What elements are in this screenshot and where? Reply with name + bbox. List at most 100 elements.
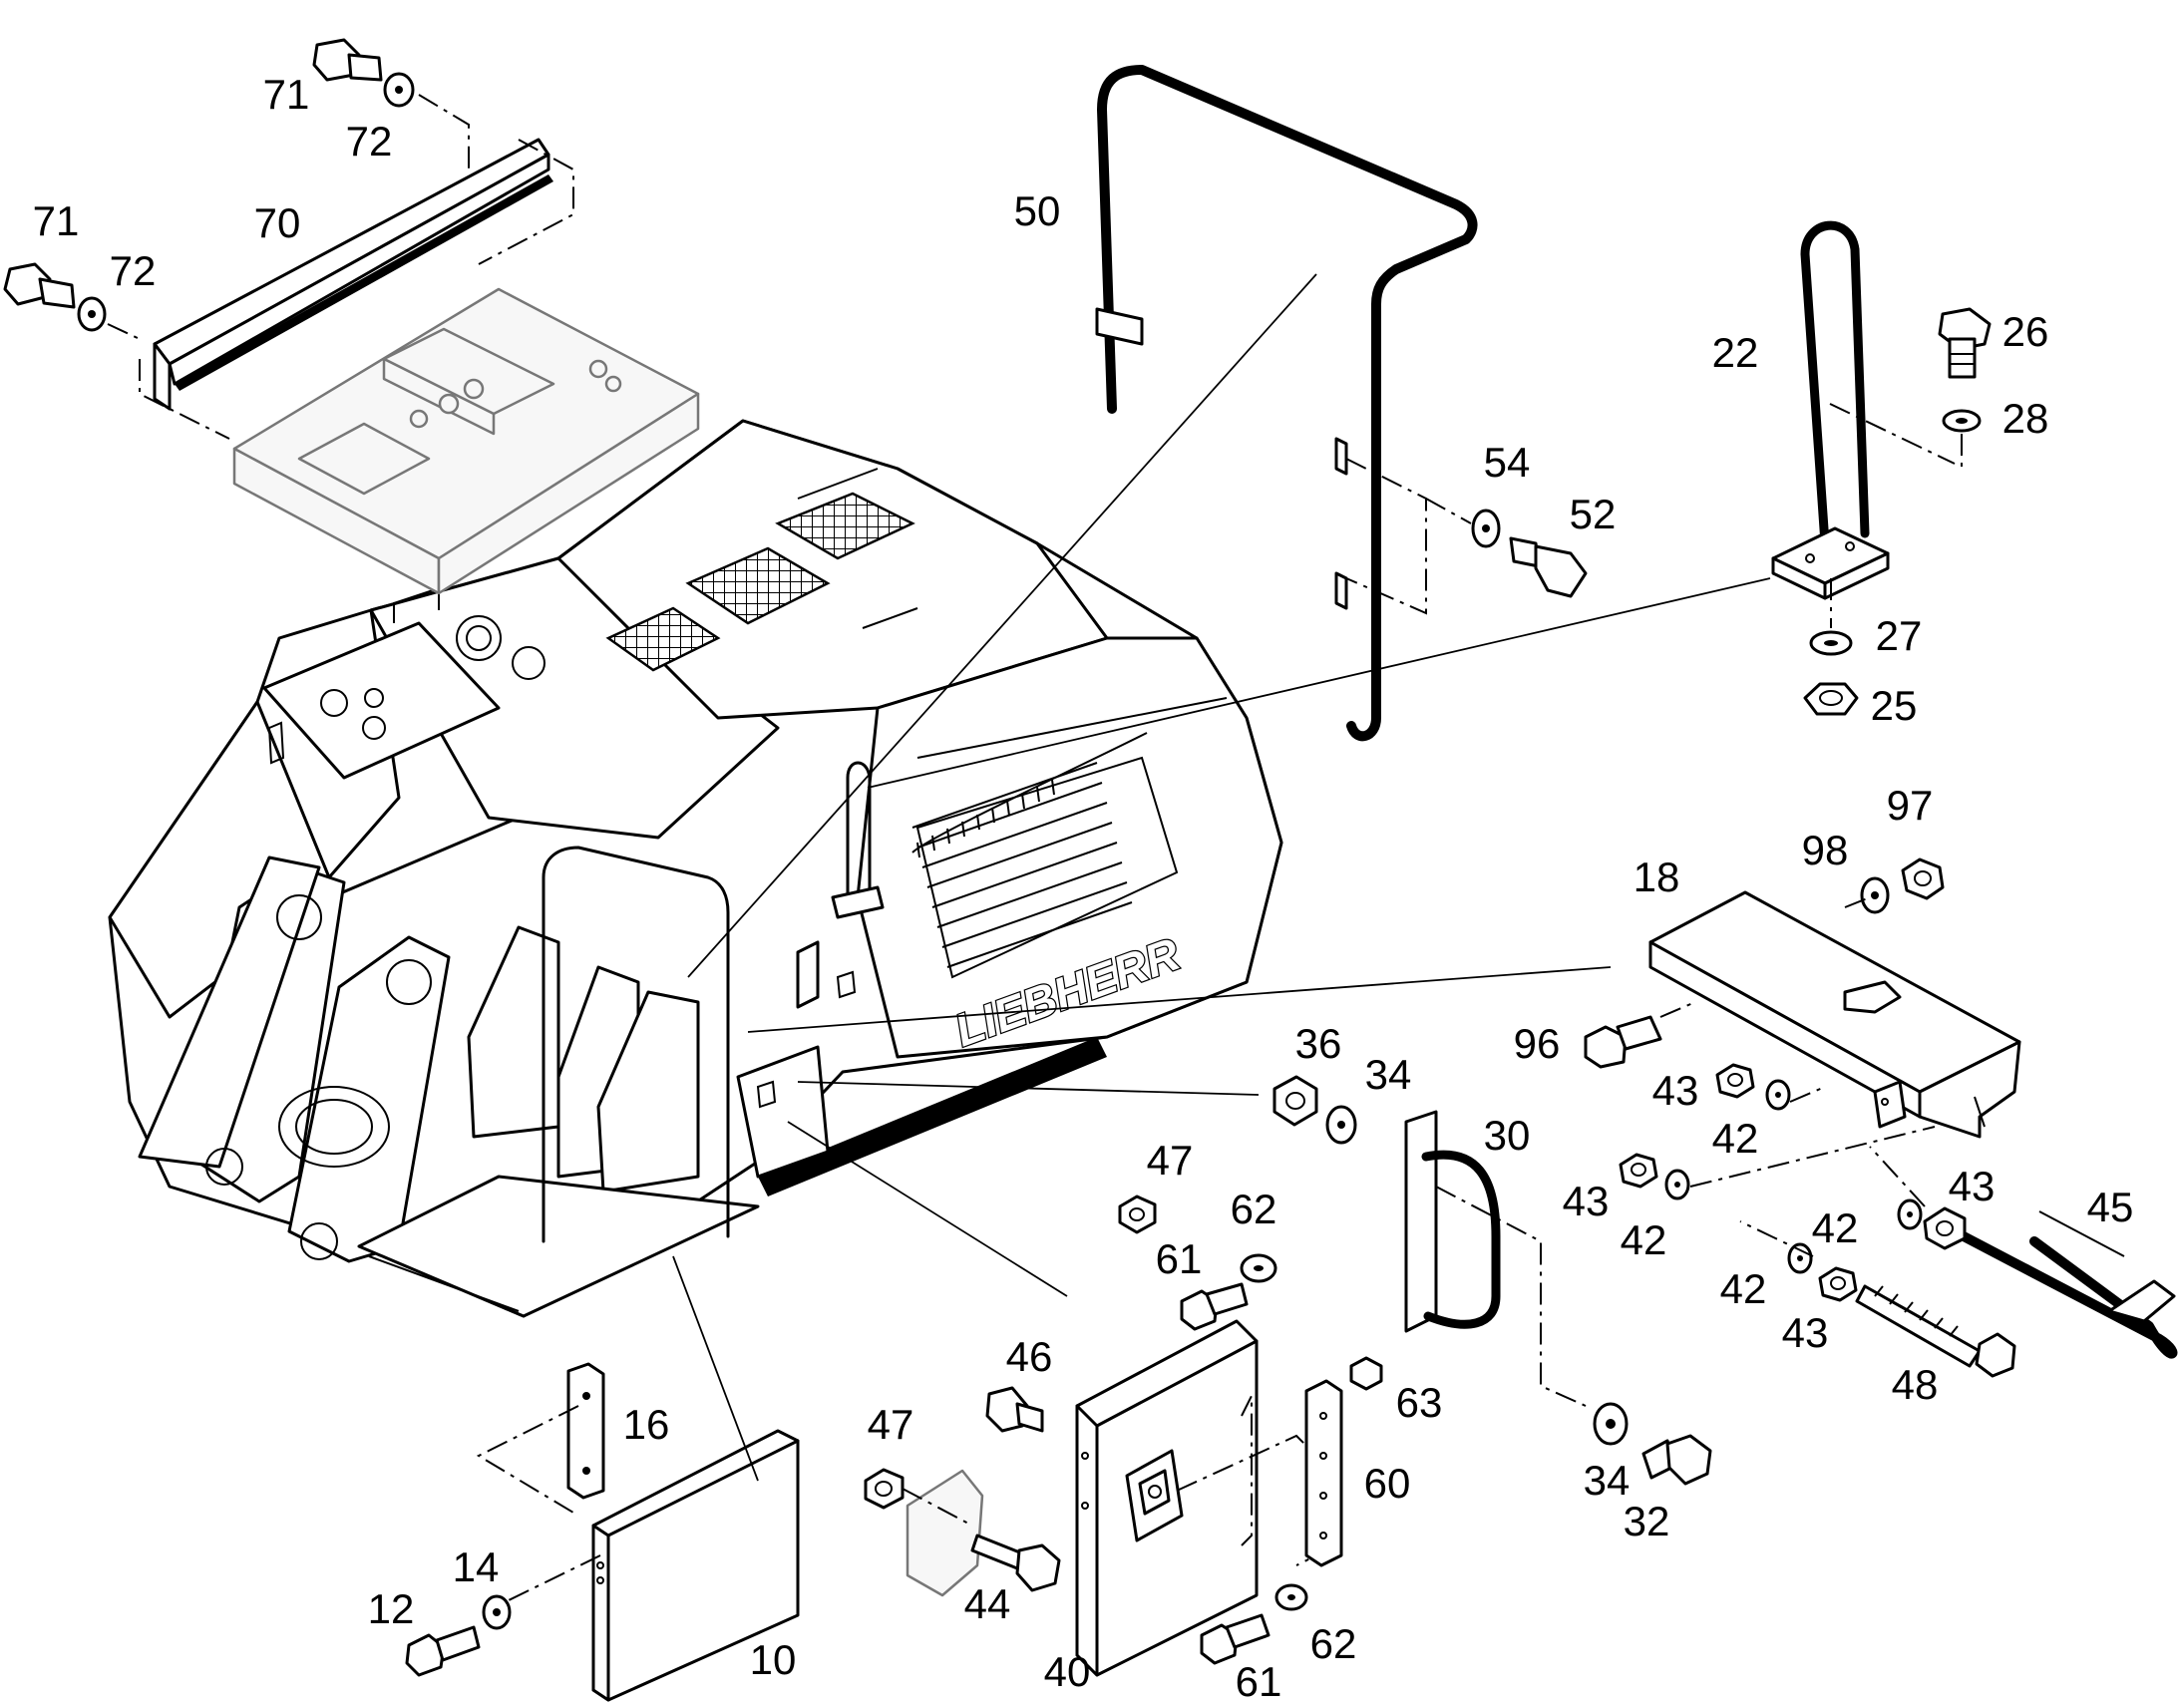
callout-71-lower: 71 xyxy=(33,197,80,244)
nut-43-top xyxy=(1715,1063,1755,1099)
callout-45: 45 xyxy=(2087,1184,2134,1230)
callout-43-right: 43 xyxy=(1949,1163,1996,1209)
callout-98: 98 xyxy=(1802,827,1849,873)
callout-47-lower: 47 xyxy=(868,1401,914,1448)
washer-42-top xyxy=(1765,1079,1791,1111)
washer-27 xyxy=(1809,630,1853,656)
callout-47-top: 47 xyxy=(1147,1137,1194,1184)
callout-54: 54 xyxy=(1484,439,1531,486)
access-door-40 xyxy=(1075,1319,1317,1677)
callout-97: 97 xyxy=(1887,782,1934,829)
callout-28: 28 xyxy=(2002,395,2049,442)
strip-16 xyxy=(566,1362,605,1500)
callout-70: 70 xyxy=(254,199,301,246)
bolt-32 xyxy=(1641,1434,1712,1486)
washer-42-lower xyxy=(1787,1242,1813,1274)
washer-14 xyxy=(482,1594,512,1630)
callout-48: 48 xyxy=(1892,1361,1939,1408)
callout-42-top: 42 xyxy=(1712,1115,1759,1162)
washer-72-lower xyxy=(77,296,107,332)
slewing-ring xyxy=(278,1086,390,1168)
callout-40: 40 xyxy=(1044,1648,1091,1695)
bolt-48 xyxy=(1855,1284,2016,1378)
bolt-71-lower xyxy=(3,262,76,309)
washer-42-right xyxy=(1897,1198,1923,1230)
uppercarriage-frame: LIEBHERR xyxy=(108,419,1283,1318)
bolt-61-top xyxy=(1180,1282,1249,1331)
callout-34-upper: 34 xyxy=(1365,1051,1412,1098)
callout-34-lower: 34 xyxy=(1584,1457,1631,1504)
callout-27: 27 xyxy=(1876,612,1923,659)
callout-32: 32 xyxy=(1624,1498,1670,1544)
bolt-61-lower xyxy=(1200,1613,1271,1665)
bolt-12 xyxy=(405,1625,481,1677)
nut-97 xyxy=(1901,857,1945,900)
side-cover-10 xyxy=(591,1429,800,1702)
leader-lines xyxy=(672,273,1771,1482)
mounting-bracket-70 xyxy=(139,138,574,440)
vent-slots xyxy=(911,732,1148,858)
callout-61-top: 61 xyxy=(1156,1235,1203,1282)
bolt-44 xyxy=(970,1534,1061,1592)
nut-43-lower xyxy=(1818,1266,1858,1302)
callout-42-lower: 42 xyxy=(1720,1265,1767,1312)
nut-36 xyxy=(1272,1075,1318,1127)
bolt-46 xyxy=(985,1386,1044,1433)
nut-47-top xyxy=(1118,1195,1157,1234)
callout-61-lower: 61 xyxy=(1236,1658,1282,1705)
callout-52: 52 xyxy=(1570,491,1617,537)
callout-63: 63 xyxy=(1396,1379,1443,1426)
boom-mount-plates xyxy=(138,855,700,1263)
callout-62-top: 62 xyxy=(1231,1186,1277,1232)
body-handrail xyxy=(542,761,885,1243)
washer-54 xyxy=(1471,509,1501,548)
callout-44: 44 xyxy=(964,1580,1011,1627)
callout-10: 10 xyxy=(750,1636,797,1683)
callout-62-lower: 62 xyxy=(1310,1620,1357,1667)
callout-14: 14 xyxy=(453,1543,500,1590)
callout-26: 26 xyxy=(2002,308,2049,355)
washer-62-lower xyxy=(1274,1583,1308,1611)
callout-42-mid: 42 xyxy=(1621,1216,1667,1263)
callout-46: 46 xyxy=(1006,1333,1053,1380)
washer-34-upper xyxy=(1325,1105,1357,1145)
callout-42-right: 42 xyxy=(1812,1204,1859,1251)
nut-25 xyxy=(1803,682,1859,716)
callout-43-mid: 43 xyxy=(1563,1178,1610,1224)
nut-63 xyxy=(1349,1356,1383,1391)
nut-47-lower xyxy=(864,1468,905,1510)
grab-handle-30 xyxy=(1404,1110,1587,1407)
nut-43-right xyxy=(1923,1206,1967,1250)
washer-42-mid xyxy=(1664,1169,1690,1200)
callout-60: 60 xyxy=(1364,1460,1411,1507)
callout-25: 25 xyxy=(1871,682,1918,729)
washer-72-upper xyxy=(383,72,415,108)
bolt-52 xyxy=(1509,536,1588,598)
washer-34-lower xyxy=(1593,1402,1629,1446)
callout-43-top: 43 xyxy=(1652,1067,1699,1114)
callout-labels: 71 72 71 72 70 50 22 26 28 54 52 27 25 9… xyxy=(33,71,2134,1705)
hinge-strip-60 xyxy=(1304,1379,1343,1567)
callout-18: 18 xyxy=(1634,854,1680,900)
bolt-71-upper xyxy=(312,38,383,82)
nut-43-mid xyxy=(1619,1153,1658,1189)
handle-22 xyxy=(1771,220,1956,628)
bolt-96 xyxy=(1584,1015,1662,1069)
callout-22: 22 xyxy=(1712,329,1759,376)
hinge-plate xyxy=(906,1469,984,1597)
handrail-50 xyxy=(1095,65,1478,742)
callout-71-upper: 71 xyxy=(263,71,310,118)
battery-box xyxy=(232,287,700,595)
callout-12: 12 xyxy=(368,1585,415,1632)
callout-16: 16 xyxy=(623,1401,670,1448)
cover-plate-18 xyxy=(1648,890,2021,1139)
callout-72-upper: 72 xyxy=(346,118,393,165)
callout-43-lower: 43 xyxy=(1782,1309,1829,1356)
callout-30: 30 xyxy=(1484,1112,1531,1159)
washer-62-top xyxy=(1240,1253,1277,1283)
u-bolt-45 xyxy=(1940,1210,2178,1359)
callout-36: 36 xyxy=(1295,1020,1342,1067)
callout-96: 96 xyxy=(1514,1020,1561,1067)
bolt-26 xyxy=(1938,307,1992,379)
